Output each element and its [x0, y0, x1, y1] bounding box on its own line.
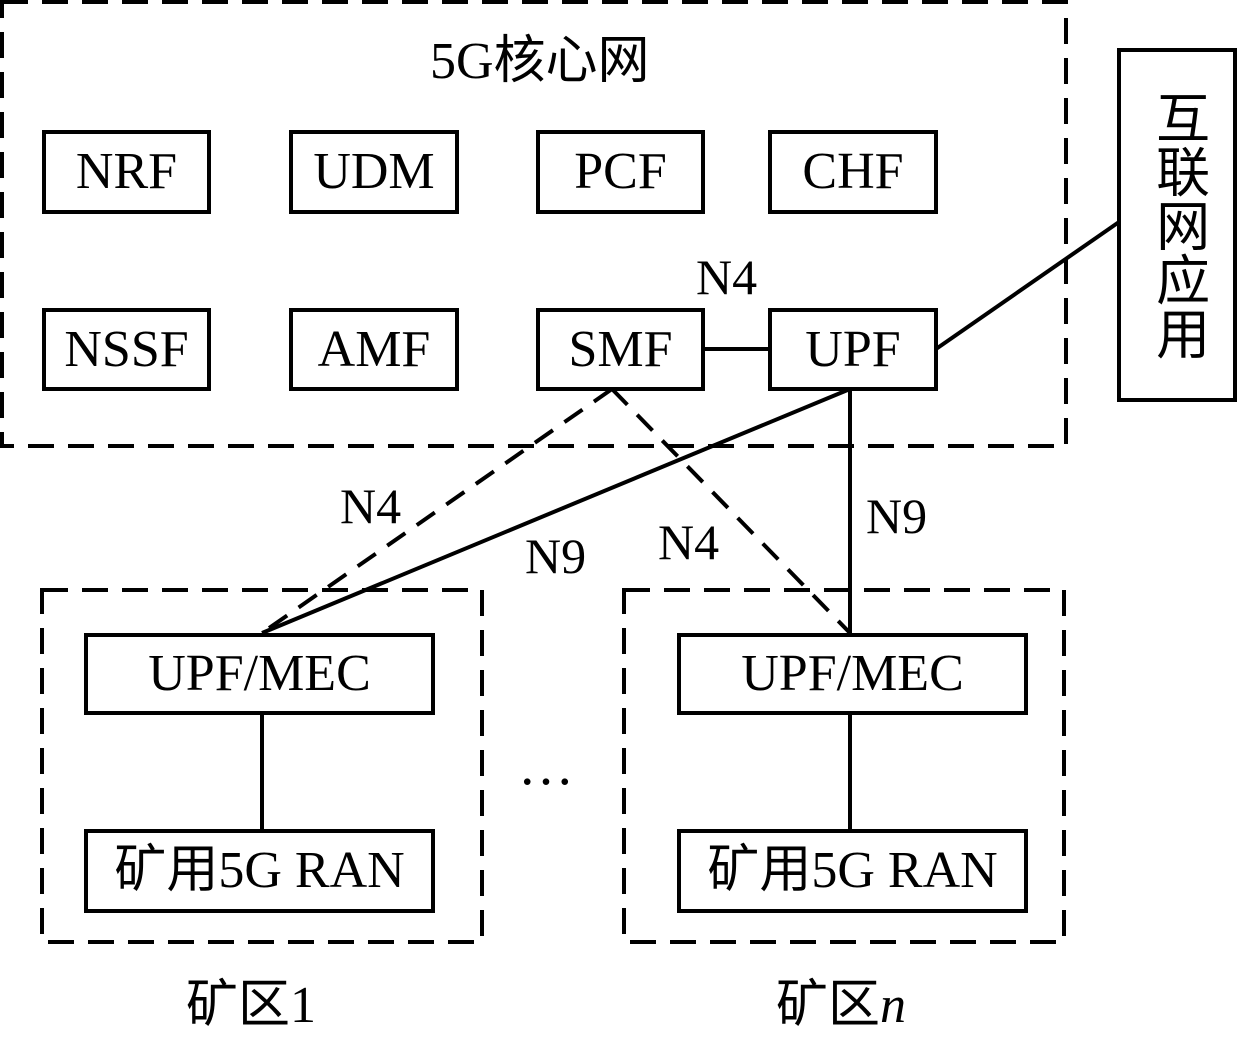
core-network-boundary [0, 0, 1068, 448]
internet-application-box: 互联网应用 [1117, 48, 1237, 402]
n4-right-label: N4 [658, 514, 720, 570]
smf-upf-n4-label: N4 [696, 249, 758, 305]
ellipsis: … [518, 735, 574, 797]
pcf-box: PCF [536, 130, 705, 214]
smf-box: SMF [536, 308, 705, 391]
arean-label-index: n [880, 977, 907, 1034]
mining-area-1-boundary [40, 588, 484, 944]
area1-ran-box: 矿用5G RAN [84, 829, 435, 913]
n4-left-label: N4 [340, 478, 402, 534]
n9-right-label: N9 [866, 488, 928, 544]
udm-box: UDM [289, 130, 459, 214]
area1-upf-mec-box: UPF/MEC [84, 633, 435, 715]
arean-label: 矿区n [776, 980, 906, 1032]
core-network-title: 5G核心网 [430, 33, 650, 90]
nrf-box: NRF [42, 130, 211, 214]
amf-box: AMF [289, 308, 459, 391]
n9-left-label: N9 [525, 528, 587, 584]
area1-label-prefix: 矿区 [186, 977, 291, 1034]
area1-label-index: 1 [290, 977, 317, 1034]
area1-label: 矿区1 [186, 980, 316, 1032]
mining-area-n-boundary [622, 588, 1066, 944]
upf-internet-link [934, 220, 1121, 351]
chf-box: CHF [768, 130, 938, 214]
arean-upf-mec-box: UPF/MEC [677, 633, 1028, 715]
upf-box: UPF [768, 308, 938, 391]
upf-mec1-n9-link [261, 387, 851, 635]
arean-ran-box: 矿用5G RAN [677, 829, 1028, 913]
nssf-box: NSSF [42, 308, 211, 391]
smf-mecn-n4-link [610, 387, 852, 635]
arean-label-prefix: 矿区 [776, 977, 881, 1034]
